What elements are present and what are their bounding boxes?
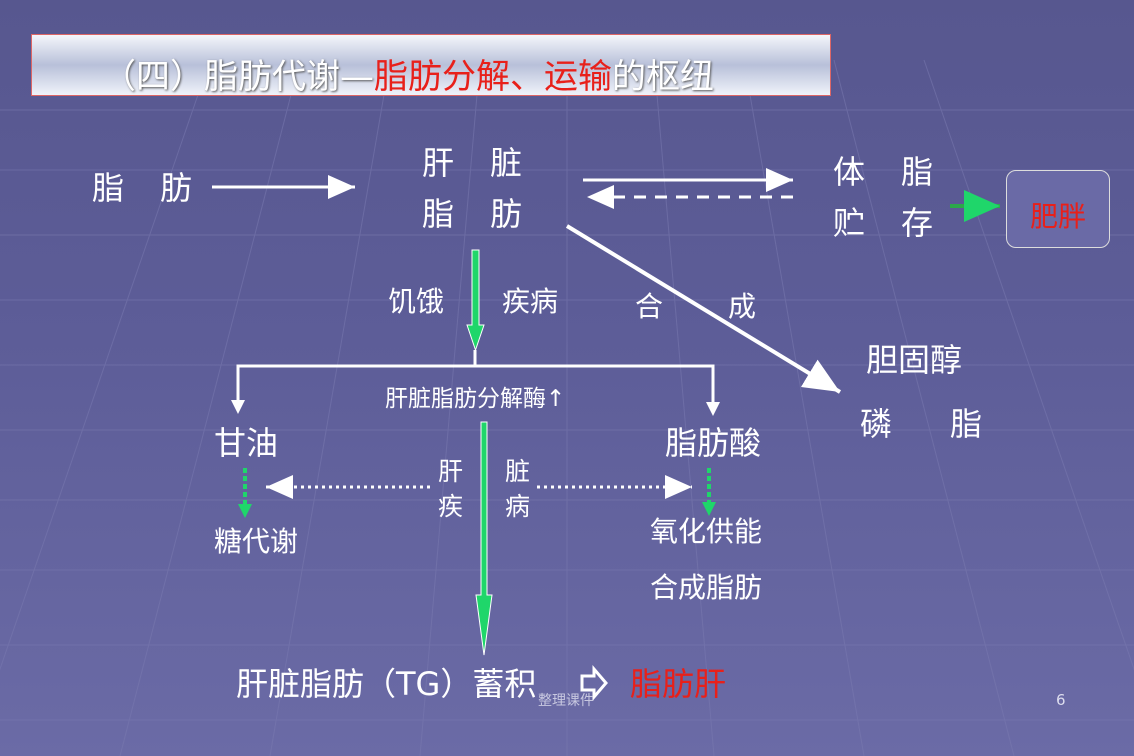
- branch-right-arrowhead: [706, 402, 720, 416]
- fatty-liver-label: 脂肪肝: [630, 665, 727, 703]
- fat-synthesis-label: 合成脂肪: [650, 571, 763, 604]
- liver-disease-char-1: 肝: [438, 457, 464, 486]
- synthesis-char-1: 合: [635, 290, 664, 323]
- glycerol-down-dashed-green-arrow: [238, 468, 252, 518]
- disease-label: 疾病: [502, 285, 559, 318]
- title-bar: （四）脂肪代谢—脂肪分解、运输的枢纽: [31, 34, 831, 98]
- phospholipid-char-2: 脂: [950, 405, 983, 443]
- title-prefix: （四）脂肪代谢—: [102, 57, 374, 97]
- sugar-metabolism-label: 糖代谢: [214, 525, 299, 558]
- phospholipid-char-1: 磷: [860, 405, 893, 443]
- fatty-acid-label: 脂肪酸: [665, 424, 762, 462]
- liver-disease-char-4: 病: [505, 492, 531, 521]
- fattyacid-down-dashed-green-arrow: [702, 468, 716, 516]
- cholesterol-label: 胆固醇: [866, 341, 963, 379]
- accumulation-label: 肝脏脂肪（TG）蓄积: [236, 665, 537, 703]
- body-fat-line2: 贮存: [833, 204, 970, 242]
- obesity-box: 肥胖: [1006, 170, 1110, 248]
- title-suffix: 的枢纽: [612, 57, 714, 97]
- enzyme-label: 肝脏脂肪分解酶↑: [385, 386, 566, 412]
- slide-title: （四）脂肪代谢—脂肪分解、运输的枢纽: [102, 49, 714, 98]
- page-number: 6: [1056, 691, 1066, 709]
- footer-text: 整理课件: [538, 693, 594, 709]
- liver-fat-line1: 肝脏: [422, 144, 559, 182]
- accumulation-green-arrow: [475, 421, 493, 656]
- obesity-label: 肥胖: [1029, 200, 1086, 233]
- hunger-label: 饥饿: [388, 285, 445, 318]
- glycerol-label: 甘油: [214, 424, 279, 462]
- title-highlight: 脂肪分解、运输: [374, 57, 612, 97]
- liver-disease-char-3: 疾: [438, 492, 464, 521]
- hollow-arrow-icon: [580, 664, 608, 702]
- synthesis-char-2: 成: [728, 290, 757, 323]
- oxidation-label: 氧化供能: [650, 515, 763, 548]
- liver-to-cholesterol-arrow: [565, 224, 842, 394]
- branch-left-arrowhead: [231, 400, 245, 414]
- liver-fat-line2: 脂肪: [422, 195, 559, 233]
- liver-down-green-arrow: [466, 249, 485, 352]
- body-fat-line1: 体脂: [833, 153, 970, 191]
- fat-source-label: 脂肪: [92, 169, 229, 207]
- liver-disease-char-2: 脏: [505, 457, 531, 486]
